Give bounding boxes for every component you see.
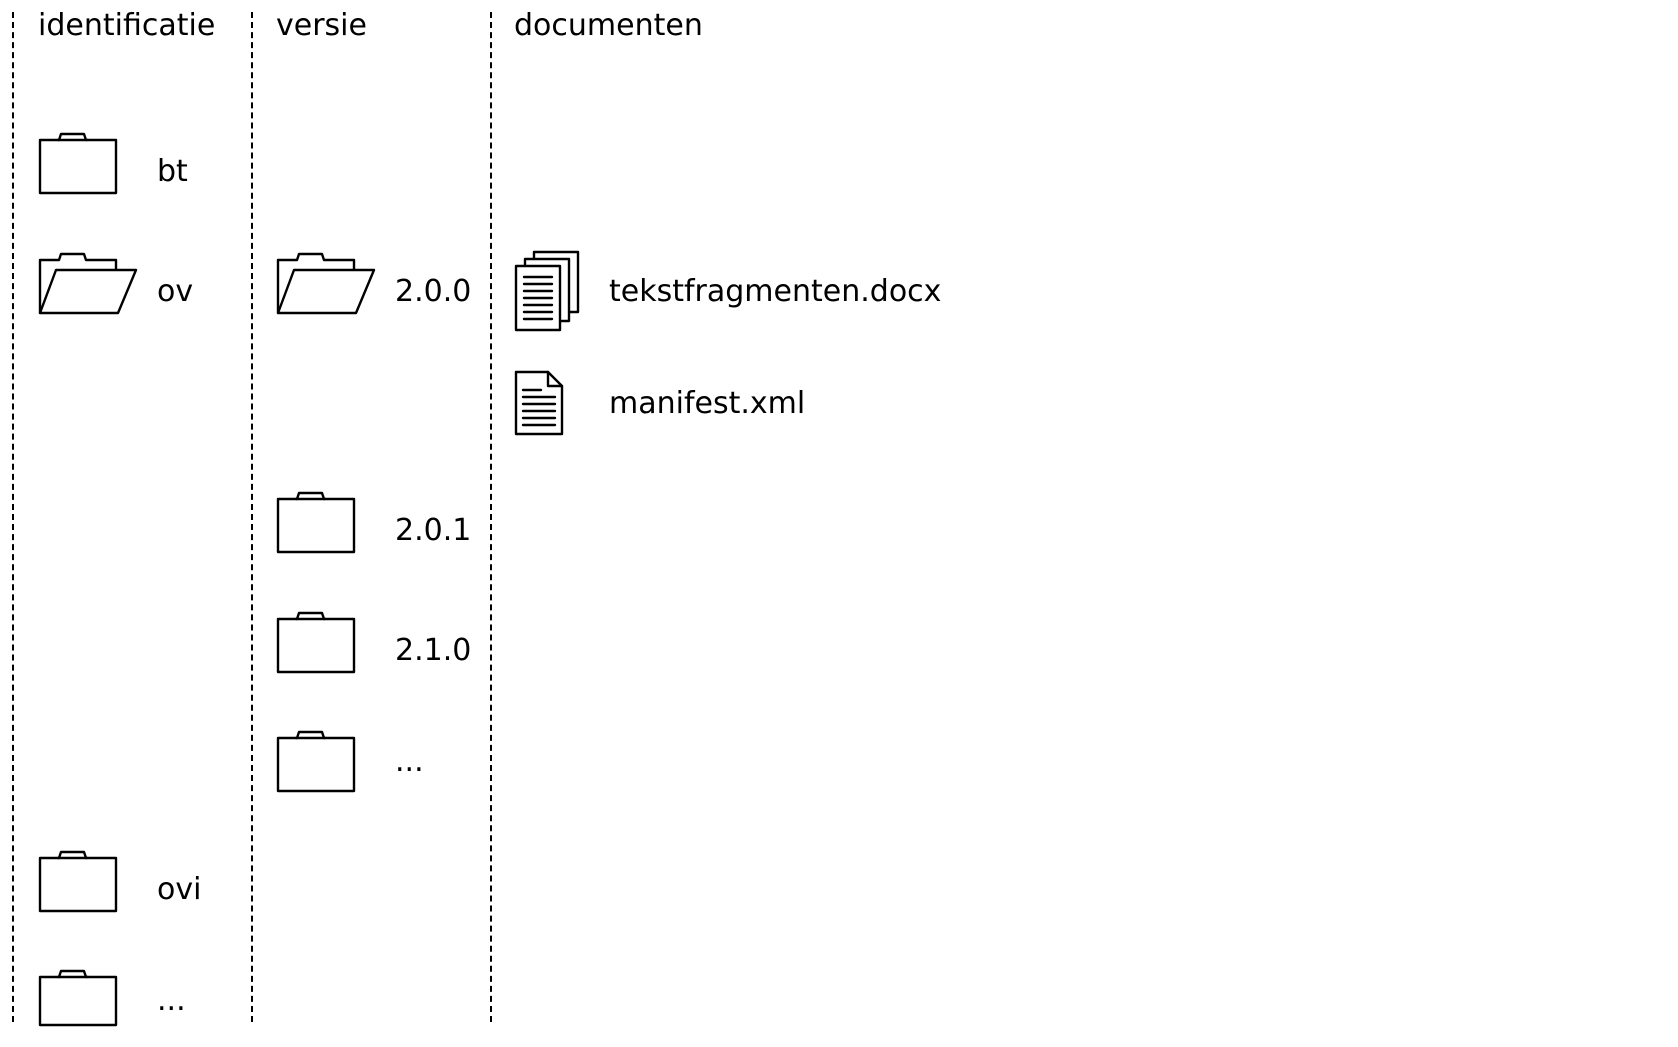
folder-open-icon xyxy=(38,252,138,315)
folder-closed-icon xyxy=(38,969,118,1027)
column-divider-identificatie xyxy=(12,12,14,1022)
folder-closed-icon xyxy=(38,850,118,913)
folder-label: ovi xyxy=(157,872,202,907)
folder-closed-icon xyxy=(38,132,118,195)
column-header-identificatie: identificatie xyxy=(38,8,216,43)
document-label: tekstfragmenten.docx xyxy=(609,274,942,309)
folder-closed-icon xyxy=(276,491,356,554)
column-divider-documenten xyxy=(490,12,492,1022)
document-label: manifest.xml xyxy=(609,386,806,421)
folder-label: 2.0.1 xyxy=(395,513,472,548)
folder-open-icon xyxy=(276,252,376,315)
folder-label: 2.0.0 xyxy=(395,274,472,309)
folder-closed-icon xyxy=(276,730,356,793)
folder-label: ov xyxy=(157,274,194,309)
column-divider-versie xyxy=(251,12,253,1022)
folder-label: ... xyxy=(157,983,186,1018)
document-stack-icon xyxy=(514,250,580,332)
folder-label: ... xyxy=(395,744,424,779)
column-header-documenten: documenten xyxy=(514,8,703,43)
folder-closed-icon xyxy=(276,611,356,674)
folder-label: 2.1.0 xyxy=(395,633,472,668)
folder-label: bt xyxy=(157,154,188,189)
column-header-versie: versie xyxy=(276,8,367,43)
document-icon xyxy=(514,370,564,436)
